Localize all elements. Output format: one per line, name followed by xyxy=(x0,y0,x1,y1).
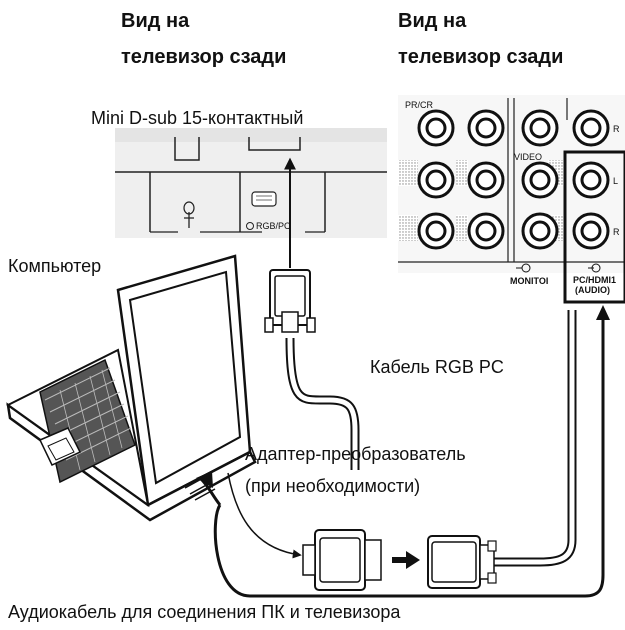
adapter-connectors xyxy=(302,529,497,591)
av-jacks xyxy=(417,109,610,250)
jack-r-top-label: R xyxy=(613,124,620,134)
jack-11 xyxy=(521,212,559,250)
video-label: VIDEO xyxy=(514,152,542,162)
right-heading-line2: телевизор сзади xyxy=(398,46,564,68)
jack-2 xyxy=(467,109,505,147)
jack-5 xyxy=(417,161,455,199)
jack-9 xyxy=(417,212,455,250)
rgb-cable xyxy=(264,157,577,567)
antenna-icon xyxy=(183,201,195,228)
jack-3 xyxy=(521,109,559,147)
jack-1 xyxy=(417,109,455,147)
jack-12 xyxy=(572,212,610,250)
laptop-to-adapter-arrow xyxy=(227,472,302,559)
laptop-illustration xyxy=(6,254,257,522)
jack-l-label: L xyxy=(613,176,618,186)
vga-connector-top xyxy=(264,269,316,333)
jack-r-bottom-label: R xyxy=(613,227,620,237)
connector-label: Mini D-sub 15-контактный xyxy=(91,108,304,128)
adapter-label-line1: Адаптер-преобразователь xyxy=(245,444,466,464)
left-heading: Вид на телевизор сзади xyxy=(121,8,321,71)
left-heading-line2: телевизор сзади xyxy=(121,46,287,68)
audio-arrow-laptop xyxy=(196,471,213,488)
audio-arrow-up xyxy=(596,305,610,320)
jack-6 xyxy=(467,161,505,199)
audio-cable-label: Аудиокабель для соединения ПК и телевизо… xyxy=(8,602,401,622)
adapter-right xyxy=(427,535,497,589)
monitor-out-icon xyxy=(516,263,531,273)
jack-4 xyxy=(572,109,610,147)
port-rgb-label: RGB/PC xyxy=(256,221,291,231)
right-heading-line1: Вид на xyxy=(398,10,467,32)
jack-8 xyxy=(572,161,610,199)
rgb-cable-label: Кабель RGB PC xyxy=(370,357,504,377)
pc-input-icon xyxy=(588,263,601,273)
adapter-left xyxy=(302,529,382,591)
pc-hdmi-label: PC/HDMI1 xyxy=(573,275,616,285)
rgb-port-icon xyxy=(251,191,277,207)
monitor-label: MONITOI xyxy=(510,276,548,286)
audio-label: (AUDIO) xyxy=(575,285,610,295)
pr-cr-label: PR/CR xyxy=(405,100,434,110)
jack-10 xyxy=(467,212,505,250)
left-heading-line1: Вид на xyxy=(121,10,190,32)
tv-back-left: RGB/PC xyxy=(115,128,387,238)
right-heading: Вид на телевизор сзади xyxy=(398,8,618,71)
adapter-label-line2: (при необходимости) xyxy=(245,476,421,496)
tv-back-right: PR/CR VIDEO R L R MONITOI PC/HDMI1 (AUDI… xyxy=(398,95,625,304)
jack-7 xyxy=(521,161,559,199)
computer-label: Компьютер xyxy=(8,256,102,276)
audio-cable xyxy=(213,315,605,598)
